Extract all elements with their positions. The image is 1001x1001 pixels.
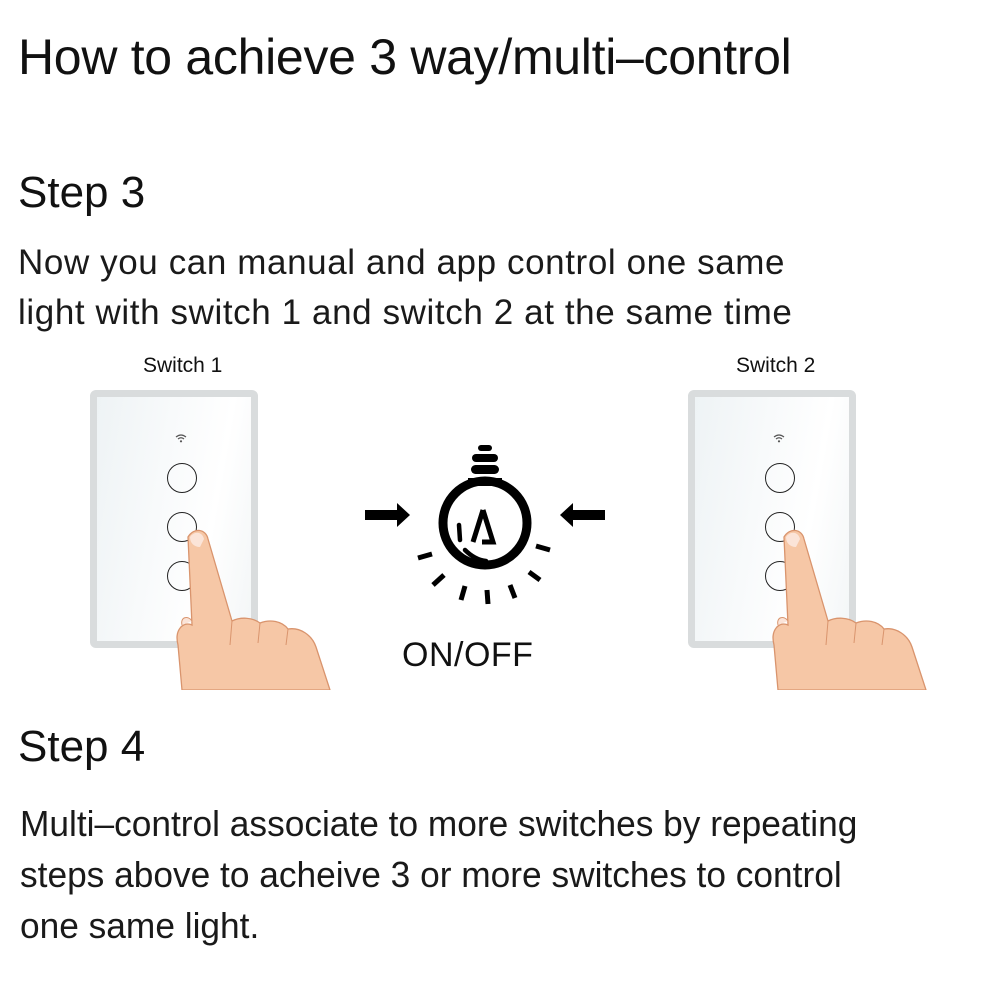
step3-line-1: Now you can manual and app control one s… bbox=[18, 243, 786, 282]
step4-line-2: steps above to acheive 3 or more switche… bbox=[20, 854, 842, 895]
switch1-button-2[interactable] bbox=[167, 512, 197, 542]
switch1-label: Switch 1 bbox=[143, 354, 223, 377]
finger-pointer-icon bbox=[176, 529, 331, 690]
switch2-panel bbox=[688, 390, 856, 648]
wifi-icon bbox=[773, 434, 785, 443]
light-bulb-icon bbox=[365, 445, 605, 605]
step4-line-3: one same light. bbox=[20, 905, 260, 946]
switch2-label: Switch 2 bbox=[736, 354, 816, 377]
switch2-button-1[interactable] bbox=[765, 463, 795, 493]
on-off-caption: ON/OFF bbox=[402, 636, 534, 674]
switch2-button-2[interactable] bbox=[765, 512, 795, 542]
step3-heading: Step 3 bbox=[18, 168, 146, 217]
wifi-icon bbox=[175, 434, 187, 443]
page-title: How to achieve 3 way/multi–control bbox=[18, 29, 792, 85]
step4-heading: Step 4 bbox=[18, 722, 146, 771]
switch1-button-1[interactable] bbox=[167, 463, 197, 493]
step3-line-2: light with switch 1 and switch 2 at the … bbox=[18, 293, 793, 332]
step4-line-1: Multi–control associate to more switches… bbox=[20, 803, 858, 844]
finger-pointer-icon bbox=[772, 529, 927, 690]
switch1-panel bbox=[90, 390, 258, 648]
